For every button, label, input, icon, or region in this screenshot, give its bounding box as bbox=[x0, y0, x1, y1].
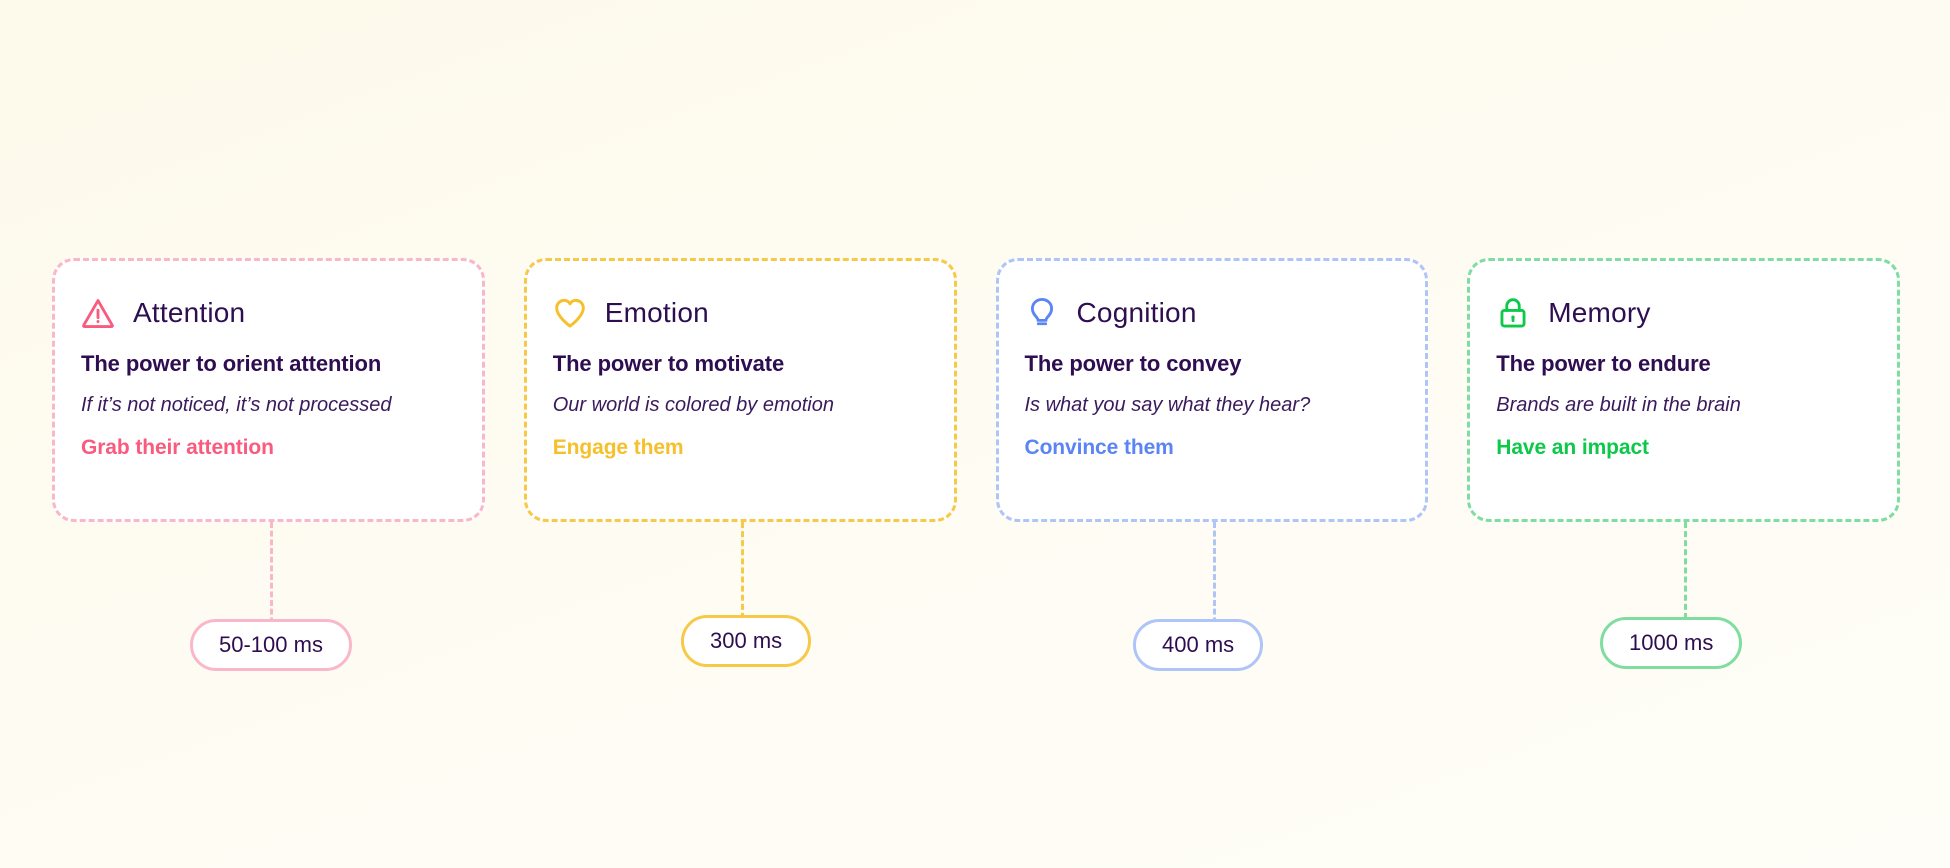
connector-emotion bbox=[741, 522, 744, 628]
connector-attention bbox=[270, 522, 273, 632]
card-subtitle-emotion: Our world is colored by emotion bbox=[552, 394, 834, 416]
card-power-cognition: The power to convey bbox=[1024, 351, 1242, 376]
card-power-attention: The power to orient attention bbox=[81, 351, 382, 376]
warning-triangle-icon bbox=[81, 296, 115, 330]
card-subtitle-cognition: Is what you say what they hear? bbox=[1024, 394, 1311, 416]
badge-attention-timing[interactable]: 50-100 ms bbox=[190, 619, 352, 671]
card-header-attention: Attention bbox=[81, 291, 456, 335]
badge-emotion-timing[interactable]: 300 ms bbox=[681, 615, 812, 667]
stage-cards-row: Attention The power to orient attention … bbox=[52, 258, 1900, 522]
card-power-memory: The power to endure bbox=[1496, 351, 1711, 376]
connector-cognition bbox=[1213, 522, 1216, 632]
card-subtitle-attention: If it’s not noticed, it’s not processed bbox=[81, 394, 392, 416]
card-attention[interactable]: Attention The power to orient attention … bbox=[52, 258, 485, 522]
card-title-attention: Attention bbox=[133, 297, 246, 328]
badge-memory-timing[interactable]: 1000 ms bbox=[1600, 617, 1743, 669]
card-emotion[interactable]: Emotion The power to motivate Our world … bbox=[523, 258, 957, 522]
card-subtitle-memory: Brands are built in the brain bbox=[1496, 394, 1741, 416]
card-cta-cognition: Convince them bbox=[1024, 436, 1174, 459]
card-title-memory: Memory bbox=[1548, 297, 1651, 328]
card-header-memory: Memory bbox=[1496, 291, 1871, 335]
padlock-icon bbox=[1496, 296, 1530, 330]
heart-icon bbox=[553, 296, 587, 330]
lightbulb-icon bbox=[1025, 296, 1059, 330]
connector-memory bbox=[1684, 522, 1687, 628]
card-memory[interactable]: Memory The power to endure Brands are bu… bbox=[1467, 258, 1900, 522]
card-cta-attention: Grab their attention bbox=[81, 436, 274, 459]
card-title-emotion: Emotion bbox=[604, 297, 709, 328]
card-cognition[interactable]: Cognition The power to convey Is what yo… bbox=[995, 258, 1429, 522]
card-header-emotion: Emotion bbox=[553, 291, 928, 335]
card-cta-memory: Have an impact bbox=[1496, 436, 1649, 459]
card-header-cognition: Cognition bbox=[1025, 291, 1400, 335]
badge-cognition-timing[interactable]: 400 ms bbox=[1133, 619, 1264, 671]
card-title-cognition: Cognition bbox=[1076, 297, 1197, 328]
card-power-emotion: The power to motivate bbox=[552, 351, 785, 376]
card-cta-emotion: Engage them bbox=[552, 436, 684, 459]
